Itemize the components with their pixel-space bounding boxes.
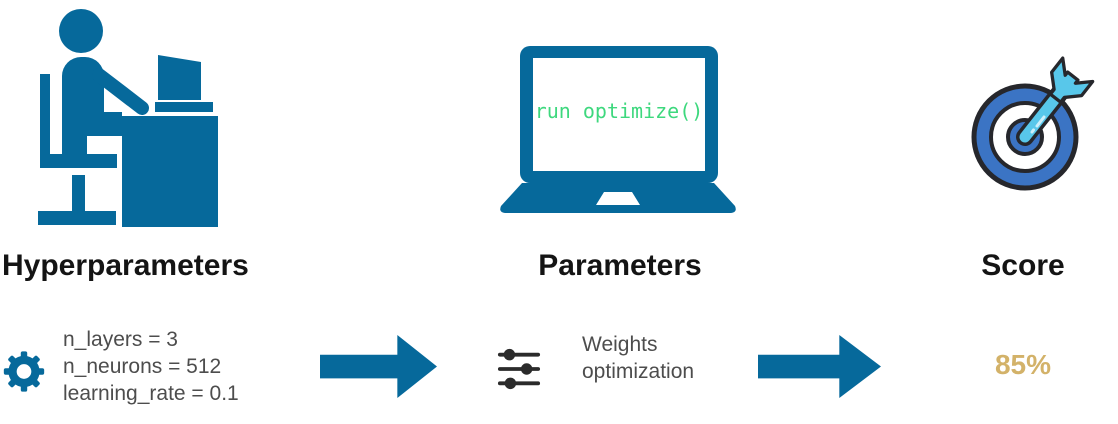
sliders-icon: [497, 348, 541, 390]
monitor: [158, 55, 201, 100]
weights-line: Weights: [582, 333, 658, 356]
desk: [122, 116, 218, 227]
gear-icon: [3, 351, 45, 392]
hyperparameter-line: n_neurons = 512: [63, 355, 222, 378]
weights-line: optimization: [582, 360, 695, 383]
flow-arrow-icon: [320, 335, 437, 398]
hyperparameter-line: learning_rate = 0.1: [63, 382, 239, 405]
chair-back: [40, 74, 50, 162]
score-value: 85%: [994, 349, 1052, 380]
hyperparameter-values: n_layers = 3 n_neurons = 512 learning_ra…: [63, 326, 239, 407]
stage-title-score: Score: [981, 249, 1065, 282]
stage-title-hyperparameters: Hyperparameters: [2, 249, 249, 282]
laptop-screen: [533, 58, 705, 171]
person-at-computer-icon: [38, 9, 218, 227]
stage-title-parameters: Parameters: [538, 249, 702, 282]
flow-arrow-icon: [758, 335, 881, 398]
dart-shaft: [1019, 88, 1065, 143]
person-head: [59, 9, 103, 53]
laptop-icon: [500, 46, 736, 213]
hyperparameter-line: n_layers = 3: [63, 328, 178, 351]
dart-fletching: [1048, 56, 1095, 104]
laptop-screen-code: run optimize(): [534, 99, 704, 123]
weights-optimization-label: Weights optimization: [582, 331, 694, 385]
target-dart-icon: [971, 56, 1095, 191]
